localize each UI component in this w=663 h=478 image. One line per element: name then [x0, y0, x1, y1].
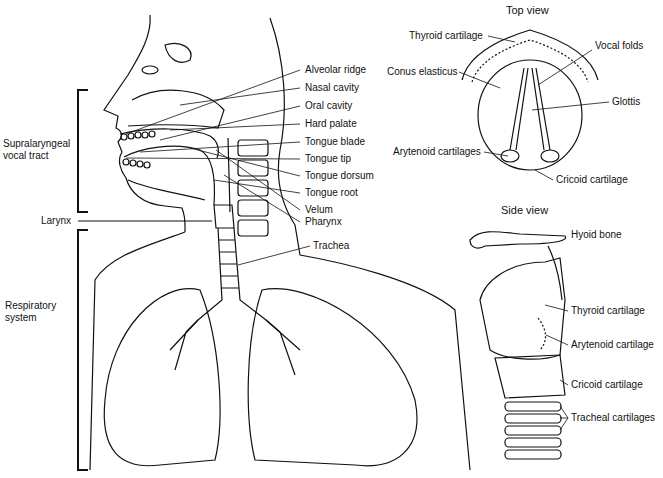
part-label: Velum [304, 204, 334, 216]
region-label: Larynx [40, 215, 72, 227]
tongue [124, 146, 214, 205]
cricoid-side [495, 355, 565, 398]
part-label: Cricoid cartilage [555, 174, 629, 186]
mandible [128, 180, 205, 200]
sinus [165, 43, 191, 62]
trachea [186, 228, 280, 332]
part-label: Hard palate [304, 118, 358, 130]
face-profile [104, 15, 185, 232]
arytenoid-side [538, 318, 546, 350]
left-lung [104, 289, 220, 466]
part-label: Alveolar ridge [304, 64, 367, 76]
part-label: Hyoid bone [570, 229, 623, 241]
thyroid-inner [472, 40, 588, 82]
vocal-folds [510, 68, 550, 150]
leader-lines [126, 36, 609, 430]
eye [142, 66, 158, 74]
part-label: Tongue root [304, 187, 359, 199]
cricoid-ring [478, 60, 582, 170]
part-label: Tongue blade [304, 136, 366, 148]
region-label: Supralaryngeal vocal tract [2, 138, 76, 161]
bracket [78, 221, 212, 222]
tracheal-rings [219, 240, 239, 288]
part-label: Tracheal cartilages [570, 412, 656, 424]
back-of-head [270, 18, 470, 470]
brackets [78, 90, 212, 470]
part-label: Arytenoid cartilages [392, 146, 482, 158]
nasal-cavity [128, 90, 224, 128]
part-label: Glottis [611, 96, 641, 108]
front-shoulder [90, 232, 185, 470]
epiglottis [548, 246, 562, 300]
pharynx-wall [228, 138, 230, 212]
larynx-top-view [462, 30, 598, 170]
region-label: Respiratory system [4, 300, 76, 323]
larynx-side-view [470, 232, 566, 459]
part-label: Vocal folds [594, 40, 644, 52]
tracheal-rings [505, 402, 561, 459]
part-label: Arytenoid cartilage [570, 339, 655, 351]
arytenoid [501, 150, 519, 162]
trachea-lungs [104, 228, 417, 466]
arytenoid [541, 150, 559, 162]
teeth [121, 131, 155, 168]
head-outline [90, 15, 470, 470]
hard-palate [120, 129, 218, 158]
part-label: Conus elasticus [386, 66, 459, 78]
part-label: Tongue dorsum [304, 170, 375, 182]
view-heading: Top view [505, 4, 550, 17]
vertebrae [238, 140, 268, 236]
bracket [78, 90, 88, 212]
part-label: Pharynx [304, 216, 343, 228]
part-label: Nasal cavity [304, 82, 360, 94]
part-label: Oral cavity [304, 100, 353, 112]
bracket [78, 230, 88, 470]
part-label: Cricoid cartilage [570, 379, 644, 391]
hyoid-bone [470, 232, 566, 248]
thyroid-side [480, 258, 565, 359]
part-label: Tongue tip [304, 153, 352, 165]
view-heading: Side view [500, 204, 549, 217]
part-label: Thyroid cartilage [570, 305, 646, 317]
bronchi [170, 320, 300, 375]
part-label: Trachea [312, 240, 350, 252]
larynx [214, 205, 234, 228]
right-lung [248, 289, 417, 466]
part-label: Thyroid cartilage [408, 30, 484, 42]
